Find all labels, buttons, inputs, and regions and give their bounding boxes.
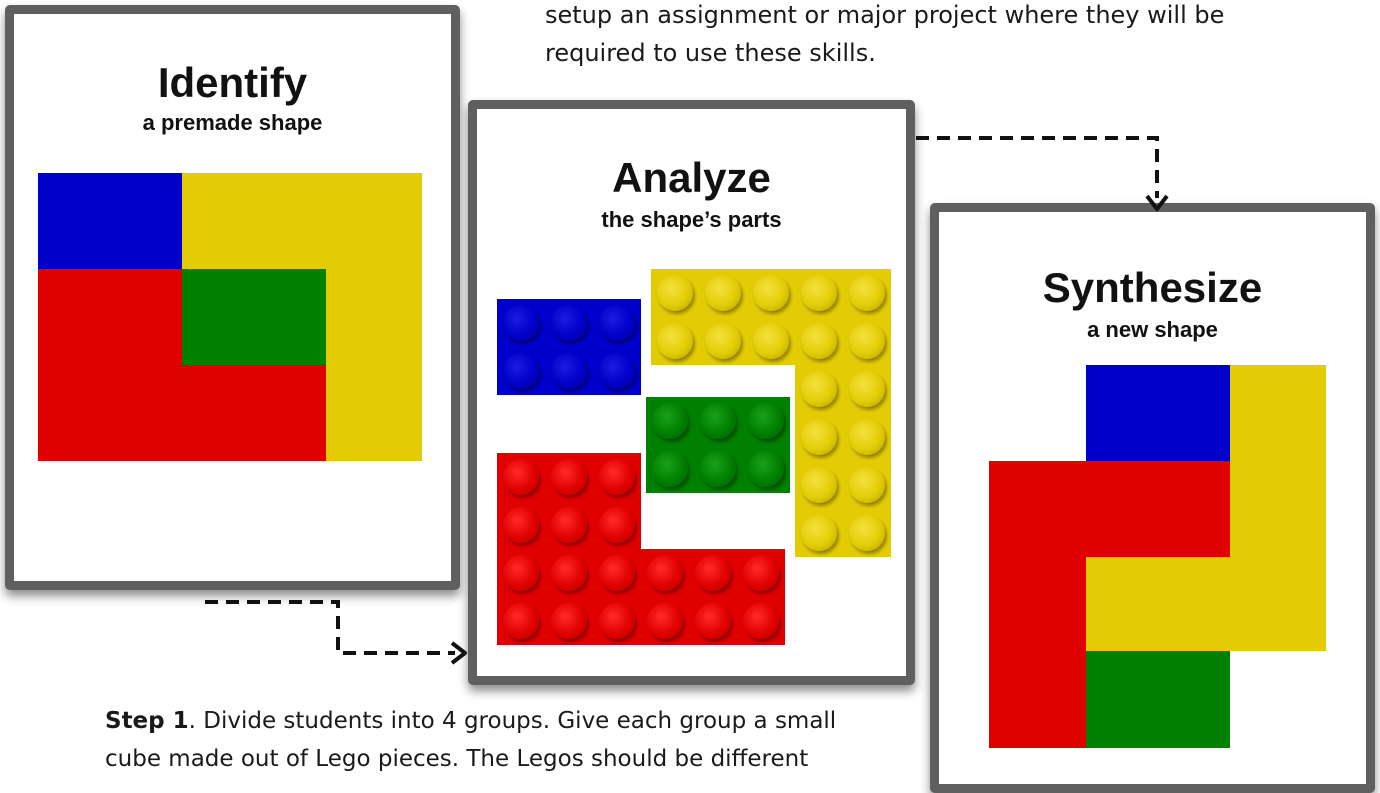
lego-stud <box>801 467 837 503</box>
lego-red-piece-base <box>497 549 785 645</box>
synthesize-subtitle: a new shape <box>1087 317 1218 342</box>
intro-line-2: required to use these skills. <box>545 39 876 67</box>
lego-stud <box>599 603 635 639</box>
lego-yellow-piece <box>651 269 795 365</box>
lego-stud <box>801 419 837 455</box>
lego-stud <box>695 603 731 639</box>
new-yellow-column-block <box>1230 365 1326 651</box>
lego-stud <box>743 555 779 591</box>
analyze-subtitle: the shape’s parts <box>601 207 782 232</box>
lego-stud <box>647 603 683 639</box>
lego-stud <box>801 371 837 407</box>
lego-stud <box>551 603 587 639</box>
lego-stud <box>652 451 688 487</box>
lego-stud <box>599 507 635 543</box>
lego-stud <box>599 555 635 591</box>
lego-stud <box>503 555 539 591</box>
lego-stud <box>801 323 837 359</box>
lego-stud <box>695 555 731 591</box>
lego-stud <box>705 323 741 359</box>
lego-stud <box>849 275 885 311</box>
premade-yellow-side-block <box>326 269 422 461</box>
lego-stud <box>599 459 635 495</box>
step-label: Step 1 <box>105 708 189 734</box>
arrowhead-analyze <box>450 641 467 665</box>
arrowhead-synthesize <box>1145 194 1169 211</box>
lego-stud <box>503 459 539 495</box>
lego-red-piece <box>497 453 641 549</box>
lego-stud <box>503 305 539 341</box>
lego-stud <box>753 323 789 359</box>
lego-yellow-piece-column <box>795 269 891 557</box>
identify-subtitle: a premade shape <box>142 110 323 135</box>
lego-stud <box>551 305 587 341</box>
step-line-1: Step 1. Divide students into 4 groups. G… <box>105 702 915 740</box>
synthesize-panel: Synthesize a new shape <box>930 203 1375 793</box>
identify-panel: Identify a premade shape <box>5 5 460 590</box>
lego-stud <box>657 323 693 359</box>
lego-stud <box>743 603 779 639</box>
intro-line-1: setup an assignment or major project whe… <box>545 1 1225 29</box>
lego-stud <box>849 467 885 503</box>
lego-stud <box>647 555 683 591</box>
lego-stud <box>700 451 736 487</box>
new-green-block <box>1086 651 1230 748</box>
synthesize-title: Synthesize <box>1042 264 1263 311</box>
lego-stud <box>849 323 885 359</box>
premade-green-block <box>182 269 326 365</box>
lego-stud <box>551 353 587 389</box>
lego-stud <box>503 507 539 543</box>
arrow-analyze-to-synthesize <box>916 136 1159 198</box>
lego-stud <box>599 305 635 341</box>
identify-title: Identify <box>157 59 308 106</box>
lego-stud <box>652 403 688 439</box>
premade-blue-block <box>38 173 182 269</box>
lego-stud <box>801 515 837 551</box>
step-line-2: cube made out of Lego pieces. The Legos … <box>105 746 809 772</box>
lego-stud <box>700 403 736 439</box>
lego-blue-piece <box>497 299 641 395</box>
premade-red-bottom-block <box>38 365 326 461</box>
lego-stud <box>748 451 784 487</box>
intro-text: setup an assignment or major project whe… <box>545 0 1345 72</box>
lego-green-piece <box>646 397 790 493</box>
lego-stud <box>849 419 885 455</box>
new-red-side-block <box>989 557 1086 748</box>
lego-stud <box>551 555 587 591</box>
new-red-top-block <box>989 461 1230 557</box>
arrow-identify-to-analyze <box>205 600 455 655</box>
lego-stud <box>503 603 539 639</box>
lego-stud <box>801 275 837 311</box>
lego-stud <box>849 515 885 551</box>
lego-stud <box>551 459 587 495</box>
lego-stud <box>849 371 885 407</box>
lego-stud <box>551 507 587 543</box>
premade-red-top-block <box>38 269 182 365</box>
lego-stud <box>753 275 789 311</box>
lego-stud <box>503 353 539 389</box>
step-text: Step 1. Divide students into 4 groups. G… <box>105 702 915 778</box>
lego-stud <box>599 353 635 389</box>
lego-stud <box>705 275 741 311</box>
analyze-title: Analyze <box>612 154 771 201</box>
premade-yellow-top-block <box>182 173 422 269</box>
lego-stud <box>657 275 693 311</box>
new-blue-block <box>1086 365 1230 461</box>
step-line-1-rest: . Divide students into 4 groups. Give ea… <box>188 708 837 734</box>
new-yellow-block <box>1086 557 1230 651</box>
analyze-panel: Analyze the shape’s parts <box>468 100 915 685</box>
lego-stud <box>748 403 784 439</box>
